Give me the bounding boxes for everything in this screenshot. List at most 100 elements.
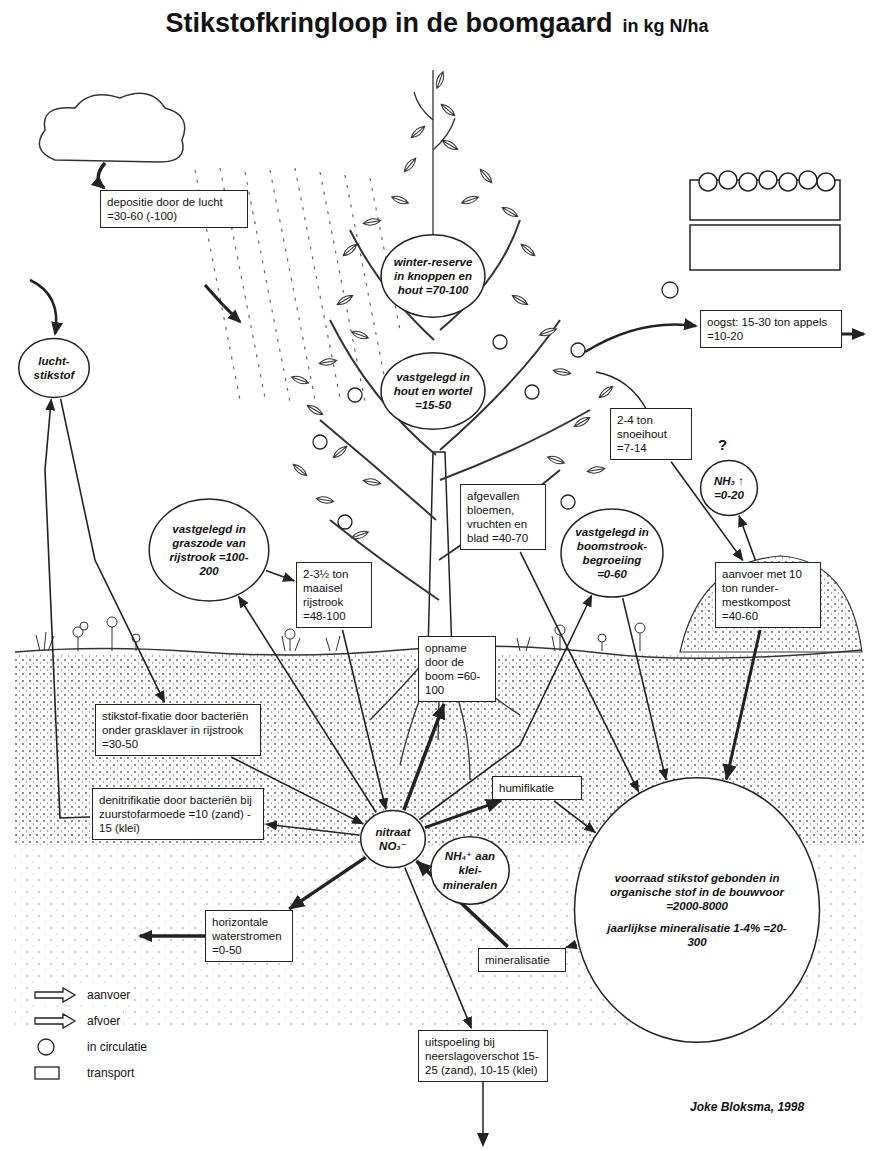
legend-row: in circulatie [30,1037,150,1057]
transport-box: depositie door de lucht =30-60 (-100) [100,190,248,228]
box-text: horizontale waterstromen =0-50 [212,915,286,957]
circle-content: NH₃ ↑ =0-20 [707,474,751,502]
legend-text: afvoer [87,1014,120,1028]
circle-shape [381,353,485,429]
flow-arrow [289,857,365,909]
box-text: denitrifikatie door bacteriën bij zuurst… [99,793,257,835]
circle-text: jaarlijkse mineralisatie 1-4% =20-300 [603,921,791,949]
legend-swatch [33,1012,77,1030]
circle-shape [149,499,269,601]
circle-text: NH₄⁺ aan klei-mineralen [440,849,500,891]
circle-text: vastgelegd in boomstrook-begroeiing =0-6… [573,525,651,581]
box-text: opname door de boom =60-100 [425,641,489,697]
transport-box: uitspoeling bij neerslagoverschot 15-25 … [418,1030,548,1082]
title-row: Stikstofkringloop in de boomgaardin kg N… [0,8,874,39]
flow-arrow [566,944,577,947]
box-text: oogst: 15-30 ton appels =10-20 [707,315,835,343]
transport-box: 2-3½ ton maaisel rijstrook =48-100 [296,562,372,628]
circle-shape [381,235,485,317]
circle-shape [361,811,426,868]
flow-arrow [343,630,386,809]
legend-arrow [35,1014,75,1028]
transport-box: oogst: 15-30 ton appels =10-20 [700,310,842,348]
circulation-circle: voorraad stikstof gebonden in organische… [572,775,822,1045]
circle-text: voorraad stikstof gebonden in organische… [603,871,791,913]
transport-box: horizontale waterstromen =0-50 [205,910,293,962]
circulation-circle: NH₄⁺ aan klei-mineralen [430,836,510,905]
circle-text: lucht-stikstof [27,354,81,382]
legend-arrow [35,988,75,1002]
flow-arrow [266,824,359,835]
flow-arrow [554,801,595,832]
question-mark: ? [716,436,729,453]
flow-arrow [623,598,666,780]
circle-content: vastgelegd in boomstrook-begroeiing =0-6… [573,525,651,581]
circle-text: vastgelegd in graszode van rijstrook =10… [163,522,255,578]
circulation-circle: lucht-stikstof [18,338,90,398]
circle-text: NH₃ ↑ =0-20 [707,474,751,502]
transport-box: afgevallen bloemen, vruchten en blad =40… [460,484,546,550]
box-text: uitspoeling bij neerslagoverschot 15-25 … [425,1035,541,1077]
legend-swatch [33,1064,77,1082]
box-text: aanvoer met 10 ton runder-mestkompost =4… [722,567,814,623]
circle-outline [360,810,426,868]
legend-text: aanvoer [87,988,130,1002]
circle-outline [560,508,664,598]
circle-content: voorraad stikstof gebonden in organische… [603,871,791,948]
circle-content: vastgelegd in hout en wortel =15-50 [393,370,473,412]
circle-shape [575,778,820,1043]
circle-shape [19,339,90,398]
credit-label: Joke Bloksma, 1998 [688,1100,806,1114]
circulation-circle: NH₃ ↑ =0-20 [700,460,758,516]
unit-label: in kg N/ha [623,16,709,37]
circle-content: vastgelegd in graszode van rijstrook =10… [163,522,255,578]
legend-circle [38,1039,54,1055]
circle-shape [431,837,509,905]
box-text: stikstof-fixatie door bacteriën onder gr… [102,709,254,751]
circle-content: NH₄⁺ aan klei-mineralen [440,849,500,891]
transport-box: stikstof-fixatie door bacteriën onder gr… [95,704,261,756]
flow-arrow [739,516,755,560]
legend-rect [35,1067,59,1079]
circulation-circle: nitraat NO₃⁻ [360,810,426,868]
box-text: 2-3½ ton maaisel rijstrook =48-100 [303,567,365,623]
circle-content: lucht-stikstof [27,354,81,382]
box-text: depositie door de lucht =30-60 (-100) [107,195,241,223]
flow-arrow [404,704,444,810]
circle-content: winter-reserve in knoppen en hout =70-10… [393,255,473,297]
circulation-circle: vastgelegd in hout en wortel =15-50 [380,352,486,430]
circle-outline [18,338,90,398]
flow-arrow [425,801,501,828]
box-text: humifikatie [499,781,575,795]
circle-text: nitraat NO₃⁻ [368,825,418,853]
transport-box: denitrifikatie door bacteriën bij zuurst… [92,788,264,840]
circulation-circle: winter-reserve in knoppen en hout =70-10… [380,234,486,318]
transport-box: aanvoer met 10 ton runder-mestkompost =4… [715,562,821,628]
flow-arrow [726,630,760,780]
circle-content: nitraat NO₃⁻ [368,825,418,853]
box-text: afgevallen bloemen, vruchten en blad =40… [467,489,539,545]
circle-outline [148,498,270,602]
transport-box: mineralisatie [478,948,566,972]
legend-row: afvoer [30,1011,123,1031]
legend-swatch [33,986,77,1004]
circle-text: vastgelegd in hout en wortel =15-50 [393,370,473,412]
circulation-circle: vastgelegd in graszode van rijstrook =10… [148,498,270,602]
box-text: mineralisatie [485,953,559,967]
transport-box: opname door de boom =60-100 [418,636,496,702]
box-text: 2-4 ton snoeihout =7-14 [617,413,685,455]
flow-arrow [419,596,591,820]
legend-text: in circulatie [87,1040,147,1054]
legend-swatch [33,1038,77,1056]
legend-row: aanvoer [30,985,133,1005]
circle-outline [700,460,758,516]
circle-shape [561,509,663,597]
legend-text: transport [87,1066,134,1080]
legend-row: transport [30,1063,137,1083]
circulation-circle: vastgelegd in boomstrook-begroeiing =0-6… [560,508,664,598]
circle-text: winter-reserve in knoppen en hout =70-10… [393,255,473,297]
transport-box: 2-4 ton snoeihout =7-14 [610,408,692,460]
transport-box: humifikatie [492,776,582,800]
flow-arrow [266,571,294,581]
